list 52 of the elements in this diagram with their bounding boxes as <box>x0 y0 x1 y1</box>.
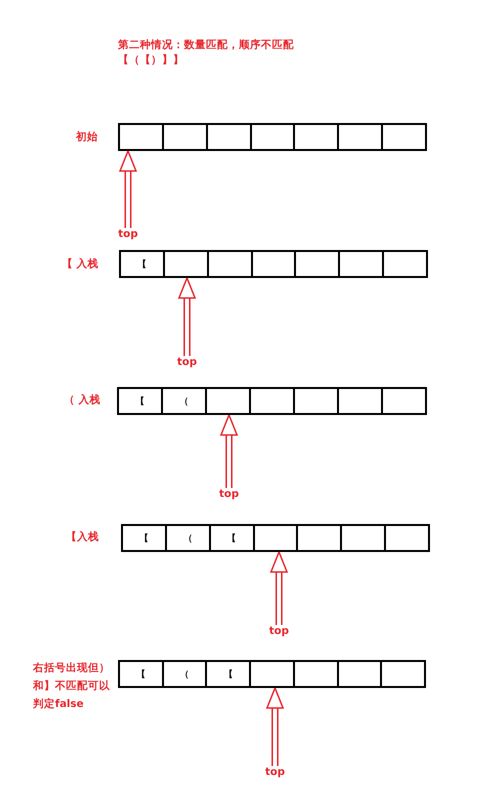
stack-cell <box>250 123 296 151</box>
row-label: 初始 <box>76 130 98 144</box>
row-label: 右括号出现但）和】不匹配可以判定false <box>33 661 111 712</box>
stack-cell <box>118 123 164 151</box>
stack-cell <box>337 123 384 151</box>
stack-cell: 【 <box>208 524 255 552</box>
arrow <box>220 414 238 488</box>
stack-cell <box>337 387 383 415</box>
stack-cell <box>249 660 295 688</box>
row-label: 【入栈 <box>66 530 99 544</box>
row-label: （ 入栈 <box>64 393 101 407</box>
stack-cell <box>294 250 340 278</box>
stack-cell: （ <box>161 387 207 415</box>
stack-cell <box>162 250 209 278</box>
arrow <box>270 551 288 625</box>
row-label: 【 入栈 <box>62 257 99 271</box>
stack-cell: 【 <box>121 524 167 552</box>
pointer-label: top <box>269 625 289 637</box>
arrow <box>178 277 196 356</box>
stack-cell <box>293 123 340 151</box>
stack-cell <box>252 524 298 552</box>
stack-cell <box>381 387 427 415</box>
title: 第二种情况：数量匹配，顺序不匹配 <box>118 38 294 52</box>
pointer-label: top <box>177 356 197 368</box>
pointer-label: top <box>118 228 138 240</box>
stack-cell <box>382 250 428 278</box>
stack-cell <box>340 524 386 552</box>
arrow <box>266 687 284 766</box>
stack-cell: （ <box>164 524 211 552</box>
stack-cell <box>293 387 339 415</box>
bracket-sequence: 【（【）】】 <box>118 53 184 67</box>
stack-cell <box>250 250 296 278</box>
arrow <box>119 150 137 228</box>
stack-cell <box>206 123 252 151</box>
stack-cell: 【 <box>118 660 164 688</box>
stack-cell: 【 <box>205 660 252 688</box>
stack-cell <box>381 123 427 151</box>
stack-cell <box>296 524 342 552</box>
stack-cell: 【 <box>119 250 165 278</box>
stack-cell: 【 <box>117 387 163 415</box>
pointer-label: top <box>219 488 239 500</box>
stack-cell <box>205 387 251 415</box>
stack-cell <box>206 250 253 278</box>
stack-cell <box>292 660 339 688</box>
stack-cell <box>249 387 295 415</box>
stack-cell <box>162 123 208 151</box>
stack-cell: （ <box>162 660 208 688</box>
stack-cell <box>380 660 426 688</box>
stack-cell <box>336 660 382 688</box>
pointer-label: top <box>265 766 285 778</box>
stack-cell <box>384 524 430 552</box>
stack-cell <box>338 250 384 278</box>
